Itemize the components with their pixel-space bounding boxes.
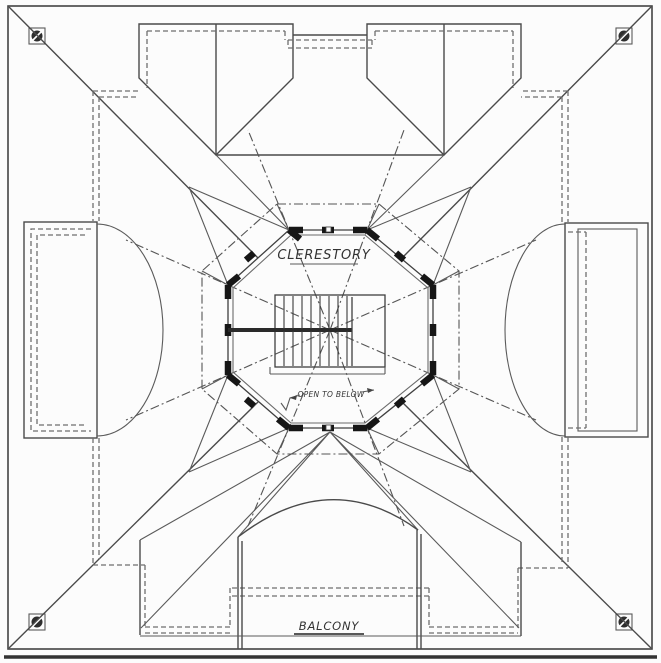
top-bay-valleys [215,34,445,231]
balcony: BALCONY [140,498,521,649]
plan-border [4,5,657,659]
balcony-label: BALCONY [299,619,360,633]
top-right-bay [366,23,522,156]
lower-roof-dashed-bottom [93,564,568,634]
bottom-pavilions [139,431,522,636]
stairs [228,294,386,375]
roof-hip-diagonals [8,6,652,649]
open-to-below-group: OPEN TO BELOW [280,388,375,412]
clerestory-label: CLERESTORY [277,248,370,263]
column-marker-icon [615,27,633,45]
left-turret [23,221,164,565]
leader-arrow-right-icon [361,388,375,393]
leader-arrow-left-icon [280,394,301,412]
right-turret [504,222,649,568]
top-left-bay [138,23,294,156]
clerestory-label-group: CLERESTORY [277,248,370,265]
clerestory-octagon-wall [224,226,437,432]
lower-roof-dashed-top [92,30,569,222]
open-to-below-label: OPEN TO BELOW [297,390,364,399]
column-marker-icon [28,613,46,631]
